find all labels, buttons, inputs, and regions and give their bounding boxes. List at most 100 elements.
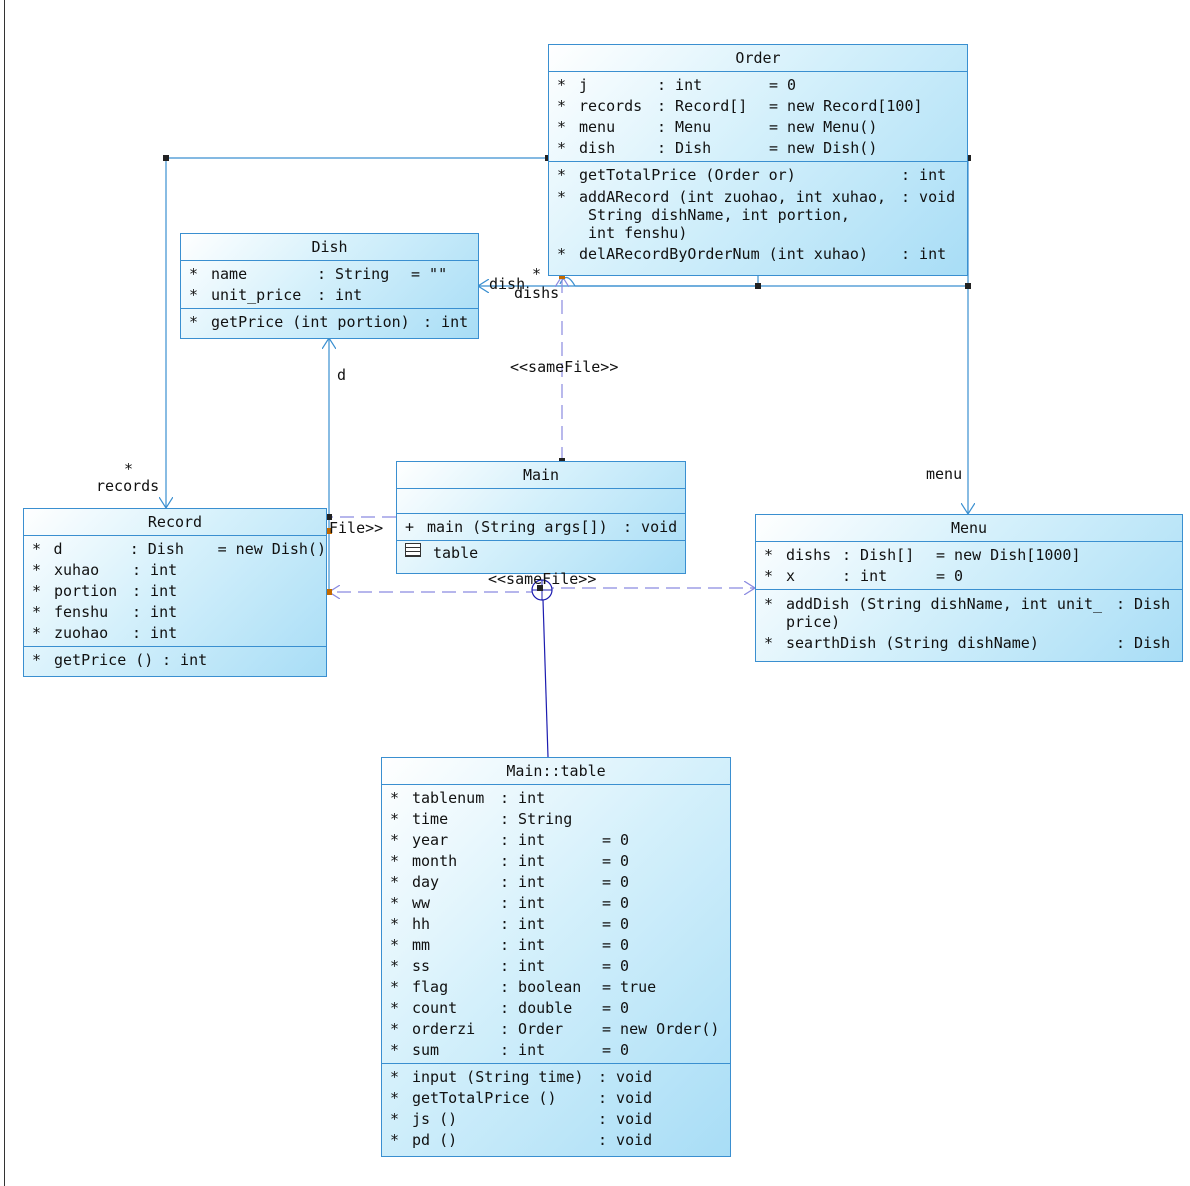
records-multiplicity: * <box>124 460 134 478</box>
handle[interactable] <box>326 514 332 520</box>
visibility-marker: * <box>557 245 567 263</box>
attribute-row[interactable]: *sum: int= 0 <box>390 1040 730 1061</box>
handle[interactable] <box>965 155 971 161</box>
attribute-type: : double <box>500 999 573 1017</box>
attribute-row[interactable]: *dishs: Dish[]= new Dish[1000] <box>764 545 1182 566</box>
samefile-label-bottom: <<sameFile>> <box>488 570 597 588</box>
class-record[interactable]: Record *d: Dish= new Dish()*xuhao: int*p… <box>23 508 327 677</box>
attribute-row[interactable]: *tablenum: int <box>390 788 730 809</box>
class-title: Main::table <box>382 758 730 785</box>
attribute-default: = new Dish[1000] <box>936 546 1081 564</box>
attribute-default: = new Order() <box>602 1020 720 1038</box>
attribute-name: sum <box>412 1041 440 1059</box>
attribute-row[interactable]: *month: int= 0 <box>390 851 730 872</box>
operation-row[interactable]: *getTotalPrice (Order or): int <box>557 165 967 186</box>
attribute-type: : String <box>500 810 573 828</box>
operation-row[interactable]: *pd (): void <box>390 1130 730 1151</box>
table-icon <box>405 543 421 557</box>
class-order[interactable]: Order *j: int= 0*records: Record[]= new … <box>548 44 968 276</box>
attribute-row[interactable]: *name: String= "" <box>189 264 478 285</box>
operation-row[interactable]: *js (): void <box>390 1109 730 1130</box>
attribute-type: : int <box>500 789 546 807</box>
handle[interactable] <box>965 283 971 289</box>
class-title: Dish <box>181 234 478 261</box>
operation-signature: getTotalPrice () <box>412 1089 557 1107</box>
handle[interactable] <box>326 589 332 595</box>
attribute-default: = new Menu() <box>769 118 878 136</box>
operations-section: *input (String time): void*getTotalPrice… <box>382 1064 730 1153</box>
operation-row[interactable]: *searthDish (String dishName): Dish <box>764 633 1182 654</box>
visibility-marker: * <box>557 139 567 157</box>
operation-signature: getPrice () <box>54 651 154 669</box>
attribute-row[interactable]: *count: double= 0 <box>390 998 730 1019</box>
attribute-default: = 0 <box>602 831 630 849</box>
handle[interactable] <box>559 273 565 279</box>
class-menu[interactable]: Menu *dishs: Dish[]= new Dish[1000]*x: i… <box>755 514 1183 662</box>
attribute-row[interactable]: *ww: int= 0 <box>390 893 730 914</box>
attribute-default: = 0 <box>936 567 964 585</box>
handle[interactable] <box>163 155 169 161</box>
dishs-role-label: dishs <box>514 284 560 302</box>
class-dish[interactable]: Dish *name: String= ""*unit_price: int *… <box>180 233 479 339</box>
attribute-default: = 0 <box>602 894 630 912</box>
attribute-row[interactable]: *unit_price: int <box>189 285 478 306</box>
attribute-row[interactable]: *orderzi: Order= new Order() <box>390 1019 730 1040</box>
attribute-row[interactable]: *x: int= 0 <box>764 566 1182 587</box>
visibility-marker: * <box>32 540 42 558</box>
attribute-type: : int <box>132 561 178 579</box>
attribute-row[interactable]: *flag: boolean= true <box>390 977 730 998</box>
attribute-default: = "" <box>411 265 448 283</box>
attribute-name: mm <box>412 936 431 954</box>
inner-class-row[interactable]: table <box>405 543 685 564</box>
attribute-type: : int <box>500 915 546 933</box>
handle[interactable] <box>537 585 543 591</box>
attribute-row[interactable]: *dish: Dish= new Dish() <box>557 138 967 159</box>
operation-row[interactable]: *delARecordByOrderNum (int xuhao): int <box>557 244 967 265</box>
attribute-row[interactable]: *menu: Menu= new Menu() <box>557 117 967 138</box>
operation-row[interactable]: *getPrice (int portion): int <box>189 312 478 333</box>
dish-multiplicity: * <box>532 265 542 283</box>
operation-return-type: : void <box>901 188 956 206</box>
attribute-row[interactable]: *fenshu: int <box>32 602 326 623</box>
attribute-row[interactable]: *portion: int <box>32 581 326 602</box>
attribute-row[interactable]: *xuhao: int <box>32 560 326 581</box>
operation-row[interactable]: *getTotalPrice (): void <box>390 1088 730 1109</box>
operation-row[interactable]: *addDish (String dishName, int unit_ pri… <box>764 593 1182 633</box>
visibility-marker: * <box>390 1041 400 1059</box>
class-main[interactable]: Main +main (String args[]): void table <box>396 461 686 574</box>
visibility-marker: * <box>390 1068 400 1086</box>
attribute-type: : int <box>132 582 178 600</box>
attribute-default: = 0 <box>602 957 630 975</box>
attribute-default: = 0 <box>602 915 630 933</box>
attribute-row[interactable]: *j: int= 0 <box>557 75 967 96</box>
operation-row[interactable]: *input (String time): void <box>390 1067 730 1088</box>
attribute-type: : int <box>500 831 546 849</box>
operation-row[interactable]: *addARecord (int zuohao, int xuhao, Stri… <box>557 186 967 244</box>
visibility-marker: * <box>764 567 774 585</box>
operation-row[interactable]: *getPrice (): int <box>32 650 326 671</box>
attribute-row[interactable]: *zuohao: int <box>32 623 326 644</box>
attribute-row[interactable]: *ss: int= 0 <box>390 956 730 977</box>
attribute-row[interactable]: *year: int= 0 <box>390 830 730 851</box>
attributes-section: *j: int= 0*records: Record[]= new Record… <box>549 72 967 162</box>
operation-row[interactable]: +main (String args[]): void <box>405 517 685 538</box>
nesting-main-table[interactable] <box>542 599 549 758</box>
handle[interactable] <box>326 528 332 534</box>
attribute-row[interactable]: *time: String <box>390 809 730 830</box>
operation-signature: addARecord (int zuohao, int xuhao, Strin… <box>579 188 887 242</box>
attribute-row[interactable]: *records: Record[]= new Record[100] <box>557 96 967 117</box>
attribute-row[interactable]: *d: Dish= new Dish() <box>32 539 326 560</box>
attribute-name: hh <box>412 915 431 933</box>
attribute-row[interactable]: *hh: int= 0 <box>390 914 730 935</box>
attribute-name: day <box>412 873 440 891</box>
handle[interactable] <box>755 283 761 289</box>
attribute-row[interactable]: *mm: int= 0 <box>390 935 730 956</box>
visibility-marker: * <box>32 561 42 579</box>
operations-section: +main (String args[]): void <box>397 514 685 541</box>
attribute-type: : Record[] <box>657 97 748 115</box>
class-main-table[interactable]: Main::table *tablenum: int*time: String*… <box>381 757 731 1157</box>
attribute-row[interactable]: *day: int= 0 <box>390 872 730 893</box>
visibility-marker: + <box>405 518 415 536</box>
attribute-name: ww <box>412 894 431 912</box>
visibility-marker: * <box>189 265 199 283</box>
